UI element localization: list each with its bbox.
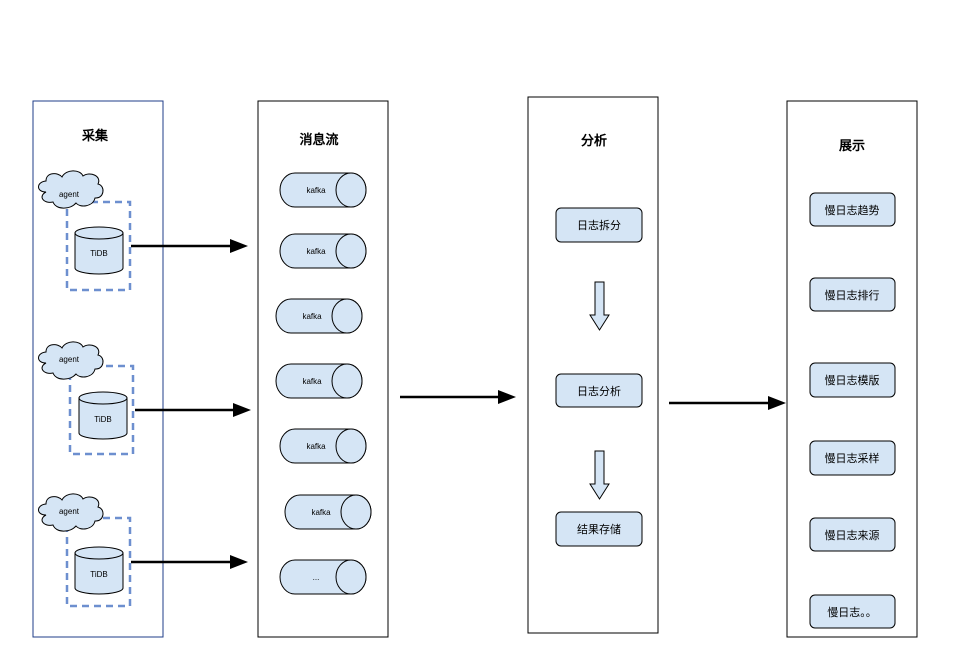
- kafka-queue: kafka: [279, 172, 367, 208]
- kafka-queue: kafka: [275, 363, 363, 399]
- collect-title: 采集: [81, 128, 109, 144]
- database-label: TiDB: [90, 249, 107, 258]
- step-label: 日志分析: [577, 384, 621, 398]
- flow-arrows-collect-to-stream: [131, 239, 251, 569]
- kafka-queue: kafka: [275, 298, 363, 334]
- kafka-queue: kafka: [279, 233, 367, 269]
- stream-title: 消息流: [299, 132, 338, 148]
- display-panel: 展示 慢日志趋势 慢日志排行 慢日志模版 慢日志采样 慢日志来源 慢日志。。: [786, 100, 918, 638]
- arrowhead: [233, 403, 251, 417]
- analysis-title: 分析: [581, 133, 607, 149]
- database-label: TiDB: [94, 415, 111, 424]
- database-icon: [74, 546, 124, 595]
- database-icon: [74, 226, 124, 275]
- arrowhead: [230, 239, 248, 253]
- collector-group: agent TiDB: [38, 493, 132, 608]
- step-label: 日志拆分: [577, 218, 621, 232]
- queue-label: kafka: [302, 312, 322, 321]
- agent-host-boundary: [65, 200, 132, 292]
- display-item: 慢日志排行: [809, 277, 896, 312]
- analysis-step: 结果存储: [555, 511, 643, 547]
- flow-arrow-stream-to-analysis: [400, 390, 516, 404]
- arrowhead: [498, 390, 516, 404]
- display-item-label: 慢日志来源: [825, 528, 880, 542]
- step-label: 结果存储: [577, 522, 621, 536]
- cloud-icon: [38, 493, 104, 532]
- agent-label: agent: [59, 355, 80, 364]
- stream-panel: 消息流 kafka kafka kafka kafka kafka: [257, 100, 389, 638]
- cloud-icon: [38, 170, 104, 209]
- database-label: TiDB: [90, 570, 107, 579]
- display-item: 慢日志来源: [809, 517, 896, 552]
- collect-panel: 采集 agent TiDB agent TiDB: [32, 100, 164, 638]
- kafka-queue: ...: [279, 559, 367, 595]
- collector-group: agent TiDB: [38, 341, 135, 456]
- display-title: 展示: [839, 139, 865, 154]
- analysis-panel: 分析 日志拆分 日志分析 结果存储: [527, 96, 659, 634]
- queue-label: kafka: [306, 186, 326, 195]
- kafka-queue: kafka: [279, 428, 367, 464]
- agent-host-boundary: [65, 516, 132, 608]
- flow-arrow-analysis-to-display: [669, 396, 786, 410]
- display-item: 慢日志模版: [809, 362, 896, 398]
- agent-label: agent: [59, 190, 80, 199]
- queue-label: kafka: [306, 442, 326, 451]
- queue-label: kafka: [311, 508, 331, 517]
- display-item-label: 慢日志排行: [825, 288, 880, 302]
- collector-group: agent TiDB: [38, 170, 132, 292]
- arrowhead: [230, 555, 248, 569]
- down-arrow-icon: [589, 281, 610, 331]
- down-arrow-icon: [589, 450, 610, 500]
- arrowhead: [768, 396, 786, 410]
- display-item-label: 慢日志采样: [825, 451, 880, 465]
- analysis-panel-frame: [527, 96, 659, 634]
- display-item-label: 慢日志趋势: [825, 204, 880, 217]
- cloud-icon: [38, 341, 104, 380]
- analysis-step: 日志拆分: [555, 207, 643, 243]
- display-item-label: 慢日志。。: [827, 606, 877, 619]
- agent-label: agent: [59, 507, 80, 516]
- display-item: 慢日志趋势: [809, 192, 896, 227]
- queue-label: ...: [313, 573, 320, 582]
- queue-label: kafka: [302, 377, 322, 386]
- analysis-step: 日志分析: [555, 373, 643, 408]
- display-item: 慢日志采样: [809, 440, 896, 476]
- kafka-queue: kafka: [284, 494, 372, 530]
- database-icon: [78, 391, 128, 440]
- queue-label: kafka: [306, 247, 326, 256]
- agent-host-boundary: [68, 364, 135, 456]
- display-item: 慢日志。。: [809, 594, 896, 629]
- display-item-label: 慢日志模版: [825, 373, 880, 387]
